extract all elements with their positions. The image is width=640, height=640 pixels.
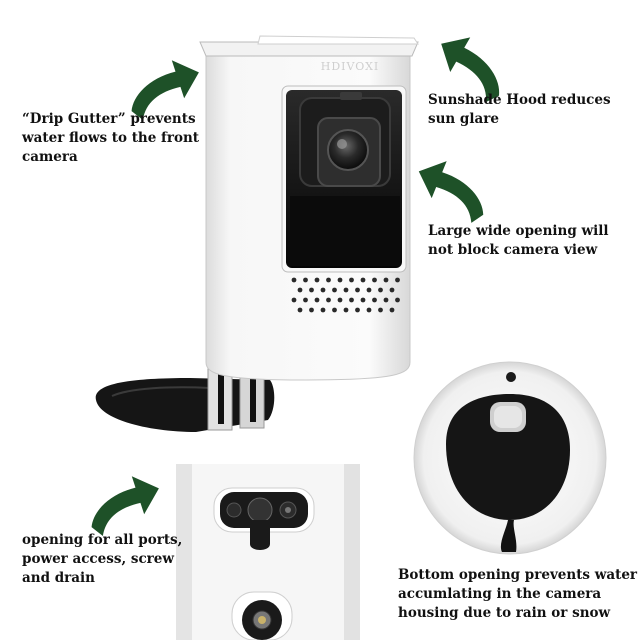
grille-hole [378, 287, 383, 293]
grille-hole [389, 287, 395, 293]
grille-hole [337, 297, 343, 303]
grille-hole [349, 277, 354, 283]
grille-hole [343, 307, 349, 313]
grille-hole [320, 287, 326, 293]
curved-arrow-icon [441, 37, 500, 102]
grille-hole [372, 277, 377, 283]
grille-hole [303, 297, 308, 303]
camera-bottom-view [413, 361, 607, 555]
grille-hole [309, 307, 314, 313]
grille-hole [320, 307, 326, 313]
grille-hole [291, 297, 297, 303]
grille-hole [291, 277, 297, 283]
curved-arrow-icon [131, 60, 199, 121]
grille-hole [366, 307, 372, 313]
grille-hole [332, 307, 337, 313]
callout-ports-opening: opening for all ports, power access, scr… [22, 532, 183, 586]
grille-hole [360, 277, 366, 283]
grille-hole [297, 307, 303, 313]
camera-ports-view [176, 464, 360, 640]
grille-hole [343, 287, 349, 293]
grille-hole [395, 297, 400, 303]
grille-hole [309, 287, 314, 293]
grille-hole [303, 277, 308, 283]
grille-hole [366, 287, 372, 293]
grille-hole [378, 307, 383, 313]
speaker-grille [291, 277, 400, 313]
callout-bottom-opening: Bottom opening prevents water accumlatin… [398, 567, 638, 621]
grille-hole [314, 277, 320, 283]
grille-hole [297, 287, 303, 293]
camera-main: HDIVOXI [95, 35, 419, 432]
grille-hole [332, 287, 337, 293]
grille-hole [349, 297, 354, 303]
grille-hole [355, 307, 360, 313]
callout-drip-gutter: “Drip Gutter” prevents water flows to th… [22, 111, 200, 165]
grille-hole [360, 297, 366, 303]
curved-arrow-icon [418, 161, 484, 223]
camera-brand-text: HDIVOXI [321, 60, 380, 73]
grille-hole [383, 297, 389, 303]
grille-hole [383, 277, 389, 283]
callout-sunshade-hood: Sunshade Hood reduces sun glare [428, 92, 611, 127]
grille-hole [389, 307, 395, 313]
camera-lens [327, 129, 369, 171]
callout-wide-opening: Large wide opening will not block camera… [428, 223, 609, 258]
curved-arrow-icon [91, 476, 159, 537]
grille-hole [337, 277, 343, 283]
grille-hole [395, 277, 400, 283]
grille-hole [372, 297, 377, 303]
grille-hole [326, 297, 331, 303]
grille-hole [355, 287, 360, 293]
grille-hole [314, 297, 320, 303]
grille-hole [326, 277, 331, 283]
